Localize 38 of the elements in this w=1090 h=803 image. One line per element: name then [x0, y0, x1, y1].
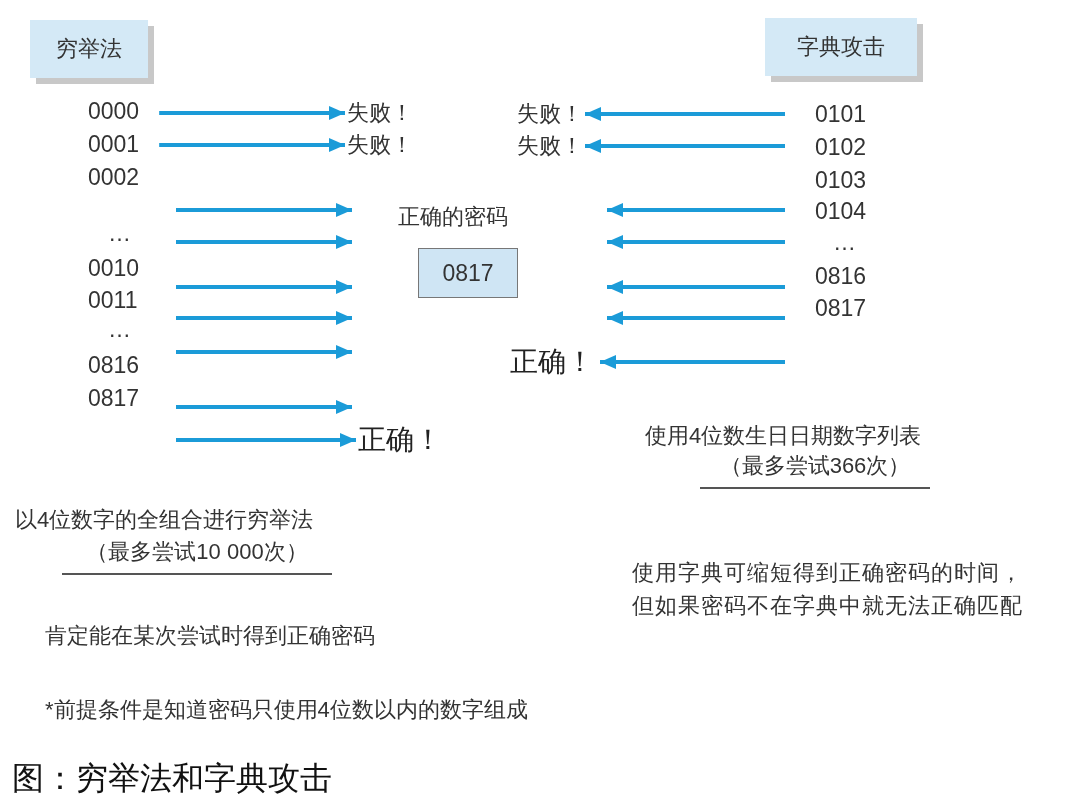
guess-number: 0101: [815, 103, 867, 126]
arrow: [600, 355, 785, 369]
sequence-number: 0103: [815, 169, 867, 192]
result-text: 失败！: [517, 135, 583, 157]
result-text: 失败！: [347, 134, 413, 156]
guess-number: 0102: [815, 136, 867, 159]
result-text: 正确！: [510, 348, 594, 376]
arrow: [176, 433, 356, 447]
sequence-number: 0002: [88, 166, 140, 189]
sequence-number: 0104: [815, 200, 867, 223]
arrow: [585, 107, 785, 121]
result-text: 失败！: [347, 102, 413, 124]
arrow: [159, 106, 345, 120]
sequence-number: 0010: [88, 257, 140, 280]
guess-number: 0001: [88, 133, 140, 156]
sequence-number: …: [108, 318, 131, 341]
sequence-number: 0816: [815, 265, 867, 288]
note-text: 使用4位数生日日期数字列表: [645, 425, 922, 447]
note-text: 使用字典可缩短得到正确密码的时间，但如果密码不在字典中就无法正确匹配: [632, 559, 1024, 620]
result-text: 失败！: [517, 103, 583, 125]
attempt-count: （最多尝试10 000次）: [85, 541, 309, 563]
figure-caption: 图：穷举法和字典攻击: [12, 762, 332, 794]
note-text: 肯定能在某次尝试时得到正确密码: [45, 625, 375, 647]
password-box: 0817: [418, 248, 518, 298]
note-text: 以4位数字的全组合进行穷举法: [15, 509, 314, 531]
arrow: [159, 138, 345, 152]
note-text: *前提条件是知道密码只使用4位数以内的数字组成: [45, 699, 528, 721]
sequence-number: …: [833, 231, 856, 254]
sequence-number: 0011: [88, 289, 138, 312]
result-text: 正确！: [358, 426, 442, 454]
sequence-number: 0817: [815, 297, 867, 320]
arrow: [585, 139, 785, 153]
sequence-number: …: [108, 222, 131, 245]
sequence-number: 0817: [88, 387, 140, 410]
box-heading: 正确的密码: [398, 206, 508, 228]
sequence-number: 0816: [88, 354, 140, 377]
guess-number: 0000: [88, 100, 140, 123]
attempt-count: （最多尝试366次）: [718, 455, 912, 477]
